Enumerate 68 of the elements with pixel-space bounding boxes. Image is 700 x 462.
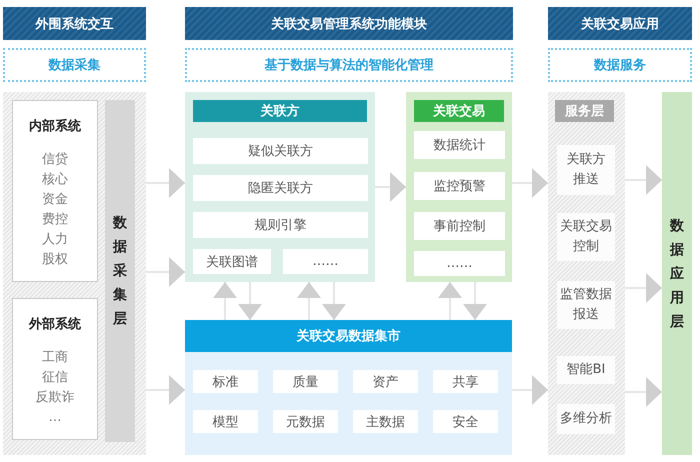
chevron-arrow <box>625 273 662 303</box>
service-tile: 智能BI <box>557 356 615 384</box>
list-item: 工商 <box>42 349 68 367</box>
section-header: 外围系统交互 <box>3 7 146 40</box>
module-panel <box>406 92 512 282</box>
list-item: 人力 <box>42 231 68 249</box>
list-item: 费控 <box>42 211 68 229</box>
function-tile: 疑似关联方 <box>193 138 368 164</box>
card-heading: 内部系统 <box>29 118 81 136</box>
chevron-arrow <box>625 165 662 195</box>
layer-bar: 数据采集层 <box>105 100 135 442</box>
chevron-arrow <box>463 282 487 320</box>
panel-header: 关联交易 <box>414 100 504 122</box>
list-item: 资金 <box>42 191 68 209</box>
function-tile: 事前控制 <box>414 212 505 240</box>
chevron-arrow <box>146 375 185 405</box>
card-heading: 外部系统 <box>29 316 81 334</box>
panel-header: 服务层 <box>555 100 614 122</box>
function-tile: 监控预警 <box>414 172 505 200</box>
function-tile: 关联图谱 <box>193 249 271 274</box>
chevron-arrow <box>297 282 321 320</box>
function-tile: 规则引擎 <box>193 212 368 238</box>
module-panel <box>185 92 375 282</box>
chevron-arrow <box>322 282 346 320</box>
list-item: 股权 <box>42 251 68 269</box>
list-item: 反欺诈 <box>36 389 74 407</box>
section-header: 关联交易应用 <box>548 7 692 40</box>
function-tile: 共享 <box>433 370 498 393</box>
layer-panel <box>3 92 146 455</box>
service-tile: 关联交易控制 <box>557 213 615 261</box>
function-tile: 质量 <box>273 370 338 393</box>
chevron-arrow <box>438 282 462 320</box>
panel-header: 关联交易数据集市 <box>185 320 512 352</box>
chevron-arrow <box>238 282 262 320</box>
function-tile: 模型 <box>193 410 258 433</box>
chevron-arrow <box>213 282 237 320</box>
function-tile: 资产 <box>353 370 418 393</box>
function-tile: 隐匿关联方 <box>193 175 368 201</box>
chevron-arrow <box>146 168 185 198</box>
section-subheader: 数据服务 <box>548 48 692 82</box>
service-tile: 监管数据报送 <box>557 281 615 329</box>
layer-bar: 数据应用层 <box>662 92 692 455</box>
section-subheader: 数据采集 <box>3 48 146 82</box>
panel-header: 关联方 <box>193 100 367 122</box>
chevron-arrow <box>146 257 185 287</box>
service-tile: 关联方推送 <box>557 145 615 195</box>
service-layer-panel <box>548 92 625 455</box>
list-item: … <box>48 409 62 427</box>
list-item: 核心 <box>42 171 68 189</box>
service-tile: 多维分析 <box>557 404 615 434</box>
data-mart-panel <box>185 320 512 455</box>
list-item: 征信 <box>42 369 68 387</box>
function-tile: …… <box>414 251 505 276</box>
source-system-card <box>12 100 98 282</box>
function-tile: 数据统计 <box>414 131 505 159</box>
function-tile: …… <box>283 249 368 274</box>
function-tile: 标准 <box>193 370 258 393</box>
source-system-card <box>12 298 98 440</box>
function-tile: 主数据 <box>353 410 418 433</box>
section-header: 关联交易管理系统功能模块 <box>185 7 513 40</box>
chevron-arrow <box>375 172 406 202</box>
chevron-arrow <box>512 375 548 405</box>
function-tile: 元数据 <box>273 410 338 433</box>
function-tile: 安全 <box>433 410 498 433</box>
section-subheader: 基于数据与算法的智能化管理 <box>185 48 513 82</box>
list-item: 信贷 <box>42 151 68 169</box>
chevron-arrow <box>512 168 548 198</box>
chevron-arrow <box>625 377 662 407</box>
